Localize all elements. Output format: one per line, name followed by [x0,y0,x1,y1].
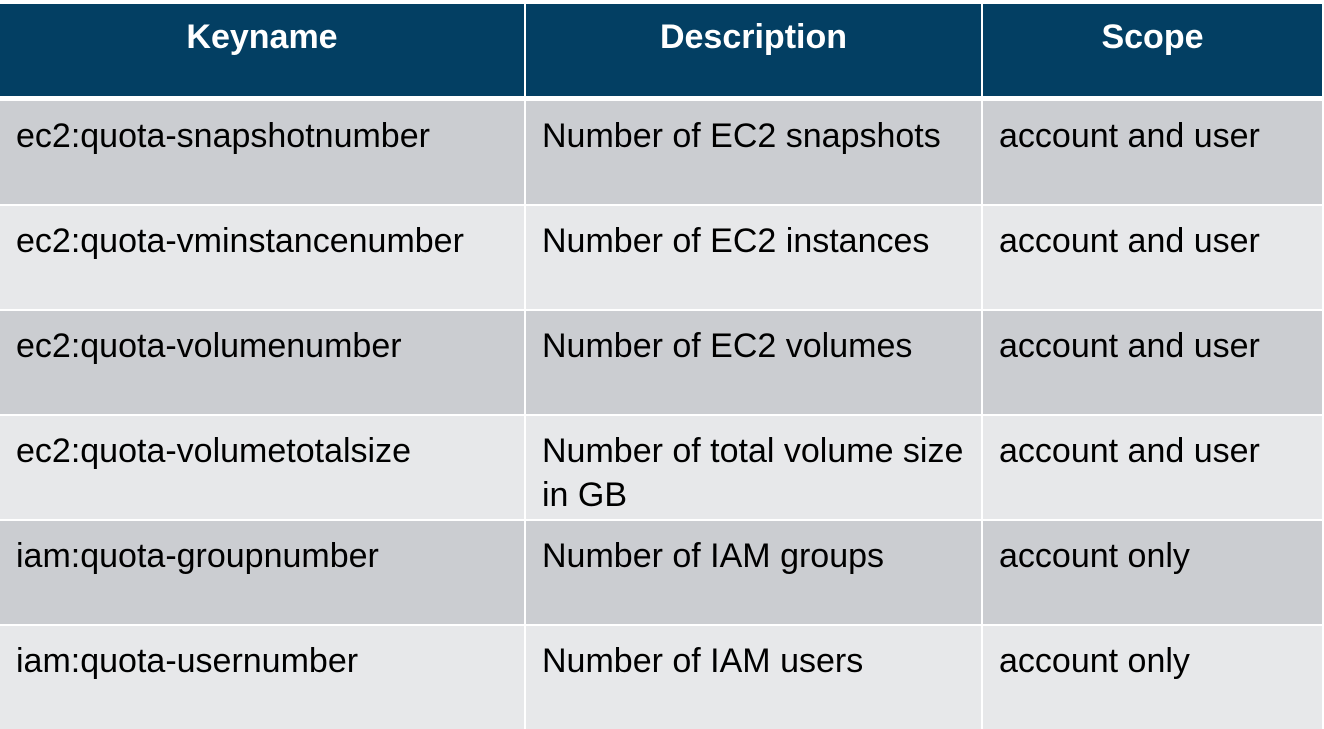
scope-cell: account and user [983,206,1322,311]
description-cell: Number of total volume size in GB [526,416,983,521]
keyname-cell: iam:quota-usernumber [0,626,526,729]
description-cell: Number of EC2 snapshots [526,101,983,206]
description-cell: Number of EC2 volumes [526,311,983,416]
table-row: ec2:quota-volumetotalsize Number of tota… [0,416,1322,521]
header-row: Keyname Description Scope [0,4,1322,101]
description-cell: Number of IAM groups [526,521,983,626]
header-scope: Scope [983,4,1322,101]
table-row: ec2:quota-snapshotnumber Number of EC2 s… [0,101,1322,206]
keyname-cell: ec2:quota-volumetotalsize [0,416,526,521]
scope-cell: account only [983,626,1322,729]
header-keyname: Keyname [0,4,526,101]
keyname-cell: ec2:quota-vminstancenumber [0,206,526,311]
scope-cell: account and user [983,311,1322,416]
description-cell: Number of IAM users [526,626,983,729]
table-row: ec2:quota-volumenumber Number of EC2 vol… [0,311,1322,416]
scope-cell: account and user [983,101,1322,206]
quota-keys-table: Keyname Description Scope ec2:quota-snap… [0,4,1322,729]
header-description: Description [526,4,983,101]
table-row: ec2:quota-vminstancenumber Number of EC2… [0,206,1322,311]
table-row: iam:quota-groupnumber Number of IAM grou… [0,521,1322,626]
scope-cell: account only [983,521,1322,626]
keyname-cell: ec2:quota-snapshotnumber [0,101,526,206]
keyname-cell: ec2:quota-volumenumber [0,311,526,416]
scope-cell: account and user [983,416,1322,521]
table-body: ec2:quota-snapshotnumber Number of EC2 s… [0,101,1322,729]
table-header: Keyname Description Scope [0,4,1322,101]
table-row: iam:quota-usernumber Number of IAM users… [0,626,1322,729]
description-cell: Number of EC2 instances [526,206,983,311]
keyname-cell: iam:quota-groupnumber [0,521,526,626]
